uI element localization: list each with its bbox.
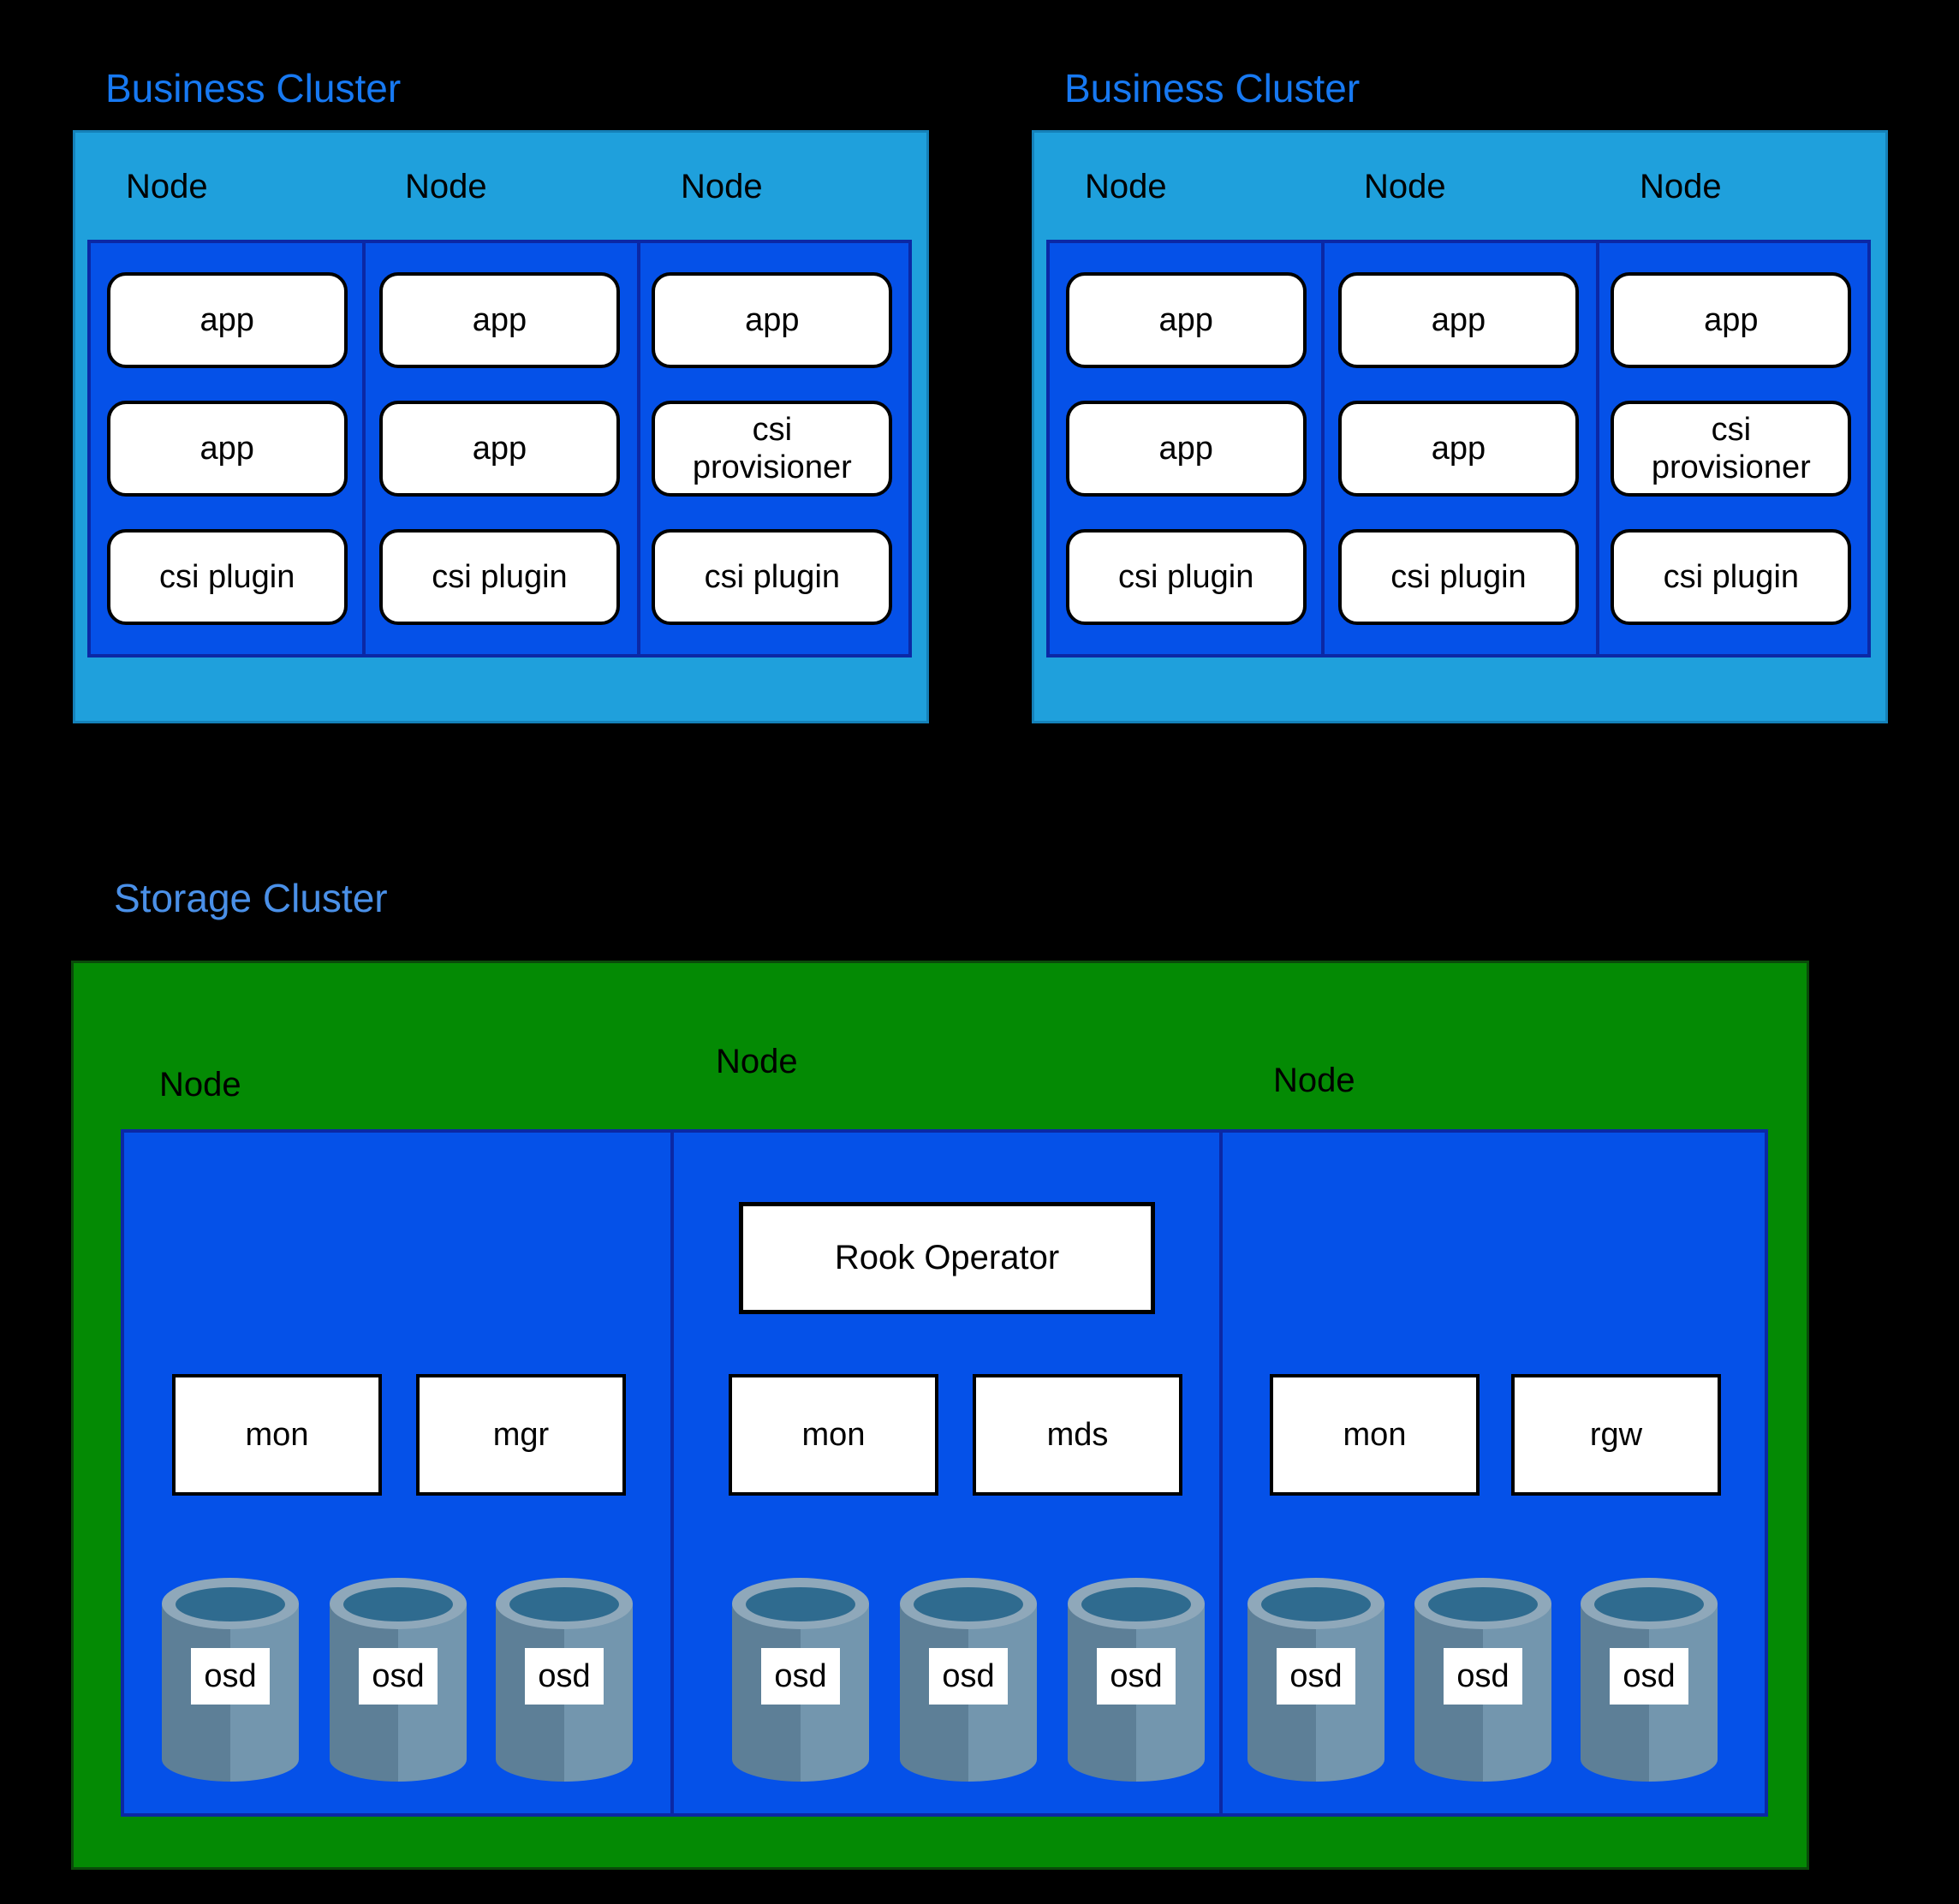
pod-app: app	[106, 272, 348, 368]
pod-csi-provisioner: csi provisioner	[652, 401, 893, 497]
column-divider	[1219, 1133, 1223, 1813]
pod-app: app	[1065, 401, 1307, 497]
business-cluster-title: Business Cluster	[1064, 66, 1361, 110]
node-label: Node	[126, 168, 208, 205]
osd-label: osd	[191, 1648, 270, 1705]
pod-app: app	[652, 272, 893, 368]
service-mon: mon	[1270, 1374, 1480, 1496]
business-cluster-title: Business Cluster	[105, 66, 402, 110]
pod-app: app	[1611, 272, 1852, 368]
node-label: Node	[1640, 168, 1722, 205]
osd-cylinder-icon: osd	[732, 1578, 869, 1782]
node-label: Node	[1273, 1062, 1355, 1099]
column-divider	[670, 1133, 674, 1813]
pod-app: app	[1337, 272, 1579, 368]
osd-cylinder-icon: osd	[1581, 1578, 1718, 1782]
osd-label: osd	[929, 1648, 1008, 1705]
pod-csi-plugin: csi plugin	[1337, 529, 1579, 625]
node-column: app csi provisioner csi plugin	[636, 243, 908, 654]
osd-cylinder-icon: osd	[496, 1578, 633, 1782]
pod-csi-provisioner: csi provisioner	[1611, 401, 1852, 497]
pod-csi-plugin: csi plugin	[378, 529, 620, 625]
cylinder-hole	[914, 1587, 1023, 1621]
osd-label: osd	[1444, 1648, 1522, 1705]
column-divider	[362, 243, 366, 654]
node-label: Node	[681, 168, 763, 205]
service-mgr: mgr	[416, 1374, 626, 1496]
node-label: Node	[716, 1043, 798, 1080]
pod-app: app	[378, 401, 620, 497]
business-cluster-box: Node Node Node app app csi plugin app ap…	[73, 130, 929, 723]
business-cluster-2: Business Cluster Node Node Node app app …	[1032, 65, 1888, 733]
node-label: Node	[1085, 168, 1167, 205]
pod-csi-plugin: csi plugin	[1065, 529, 1307, 625]
osd-label: osd	[1610, 1648, 1688, 1705]
pod-csi-plugin: csi plugin	[1611, 529, 1852, 625]
storage-cluster-box: Node Node Node Rook Operator mon mgr mon…	[71, 961, 1809, 1870]
osd-label: osd	[525, 1648, 604, 1705]
service-mon: mon	[172, 1374, 382, 1496]
node-column: app csi provisioner csi plugin	[1595, 243, 1867, 654]
osd-cylinder-icon: osd	[1414, 1578, 1551, 1782]
cylinder-hole	[509, 1587, 619, 1621]
nodes-container: app app csi plugin app app csi plugin ap…	[1046, 240, 1871, 657]
storage-cluster: Storage Cluster Node Node Node Rook Oper…	[71, 875, 1809, 1870]
pod-app: app	[1337, 401, 1579, 497]
pod-app: app	[378, 272, 620, 368]
pod-app: app	[106, 401, 348, 497]
nodes-container: app app csi plugin app app csi plugin ap…	[87, 240, 912, 657]
osd-cylinder-icon: osd	[162, 1578, 299, 1782]
pod-csi-plugin: csi plugin	[106, 529, 348, 625]
node-column: app app csi plugin	[1322, 243, 1594, 654]
cylinder-hole	[1261, 1587, 1371, 1621]
cylinder-hole	[1428, 1587, 1538, 1621]
osd-label: osd	[1277, 1648, 1355, 1705]
osd-cylinder-icon: osd	[1068, 1578, 1205, 1782]
node-column: app app csi plugin	[363, 243, 635, 654]
cylinder-hole	[746, 1587, 855, 1621]
column-divider	[1321, 243, 1325, 654]
storage-cluster-title: Storage Cluster	[114, 876, 388, 920]
service-mds: mds	[973, 1374, 1182, 1496]
osd-label: osd	[761, 1648, 840, 1705]
column-divider	[1596, 243, 1599, 654]
osd-cylinder-icon: osd	[900, 1578, 1037, 1782]
rook-operator-box: Rook Operator	[739, 1202, 1155, 1314]
cylinder-hole	[343, 1587, 453, 1621]
osd-cylinder-icon: osd	[330, 1578, 467, 1782]
service-rgw: rgw	[1511, 1374, 1721, 1496]
osd-cylinder-icon: osd	[1247, 1578, 1384, 1782]
node-label: Node	[159, 1066, 241, 1104]
service-mon: mon	[729, 1374, 938, 1496]
osd-label: osd	[359, 1648, 438, 1705]
business-cluster-1: Business Cluster Node Node Node app app …	[73, 65, 929, 733]
cylinder-hole	[176, 1587, 285, 1621]
column-divider	[637, 243, 640, 654]
node-label: Node	[1364, 168, 1446, 205]
node-column: app app csi plugin	[91, 243, 363, 654]
osd-label: osd	[1097, 1648, 1176, 1705]
cylinder-hole	[1081, 1587, 1191, 1621]
node-column: app app csi plugin	[1050, 243, 1322, 654]
pod-app: app	[1065, 272, 1307, 368]
pod-csi-plugin: csi plugin	[652, 529, 893, 625]
storage-nodes-container: Rook Operator mon mgr mon mds mon rgw os…	[121, 1129, 1768, 1817]
node-label: Node	[405, 168, 487, 205]
business-cluster-box: Node Node Node app app csi plugin app ap…	[1032, 130, 1888, 723]
cylinder-hole	[1594, 1587, 1704, 1621]
